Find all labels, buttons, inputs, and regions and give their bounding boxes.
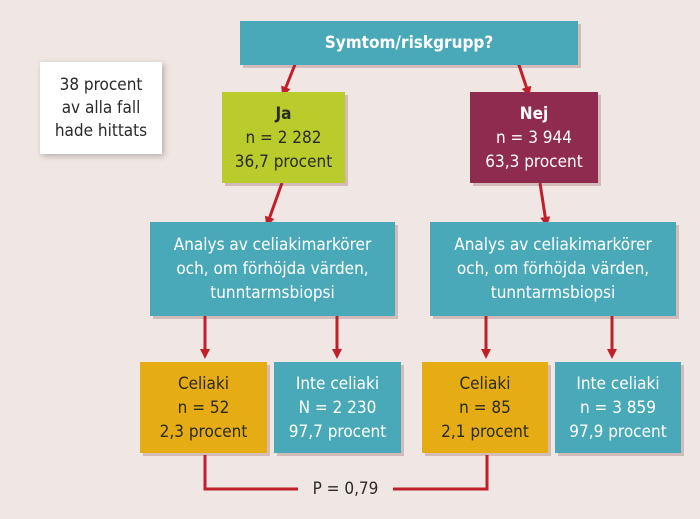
- analys-line: tunntarmsbiopsi: [210, 283, 335, 303]
- analys-line: Analys av celiakimarkörer: [173, 235, 372, 255]
- analys-line: och, om förhöjda värden,: [456, 259, 650, 279]
- ja-box: Ja n = 2 282 36,7 procent: [222, 92, 345, 183]
- analys-line: och, om förhöjda värden,: [176, 259, 369, 279]
- leaf-title: Inte celiaki: [295, 373, 380, 394]
- leaf-inte-celiaki-nej: Inte celiaki n = 3 859 97,9 procent: [555, 362, 681, 453]
- analys-line: Analys av celiakimarkörer: [454, 235, 652, 255]
- note-line: 38 procent: [59, 74, 143, 95]
- arrow-nej-to-analys: [538, 182, 551, 227]
- leaf-percent: 97,9 procent: [569, 421, 667, 442]
- arrow-top-to-nej: [516, 61, 532, 97]
- leaf-title: Celiaki: [177, 373, 230, 394]
- leaf-celiaki-nej: Celiaki n = 85 2,1 procent: [422, 362, 548, 453]
- nej-count: n = 3 944: [496, 127, 572, 148]
- note-line: av alla fall: [61, 97, 141, 118]
- ja-title: Ja: [275, 103, 292, 124]
- ja-percent: 36,7 procent: [234, 151, 333, 172]
- p-value-label: P = 0,79: [298, 475, 393, 503]
- nej-box: Nej n = 3 944 63,3 procent: [470, 92, 598, 183]
- leaf-title: Inte celiaki: [576, 373, 660, 394]
- leaf-count: N = 2 230: [298, 397, 377, 418]
- leaf-count: n = 52: [177, 397, 230, 418]
- found-cases-note: 38 procent av alla fall hade hittats: [40, 62, 162, 154]
- leaf-percent: 2,3 procent: [159, 421, 248, 442]
- nej-title: Nej: [519, 103, 549, 124]
- leaf-percent: 97,7 procent: [288, 421, 387, 442]
- top-question-label: Symtom/riskgrupp?: [324, 33, 494, 53]
- leaf-inte-celiaki-ja: Inte celiaki N = 2 230 97,7 procent: [274, 362, 401, 453]
- ja-count: n = 2 282: [245, 127, 322, 148]
- leaf-count: n = 3 859: [580, 397, 656, 418]
- leaf-percent: 2,1 procent: [441, 421, 529, 442]
- arrow-top-to-ja: [281, 61, 298, 97]
- leaf-celiaki-ja: Celiaki n = 52 2,3 procent: [140, 362, 267, 453]
- note-line: hade hittats: [54, 120, 148, 141]
- arrow-ja-to-analys: [264, 182, 284, 227]
- analys-right-box: Analys av celiakimarkörer och, om förhöj…: [430, 222, 676, 316]
- analys-line: tunntarmsbiopsi: [490, 283, 616, 303]
- leaf-count: n = 85: [459, 397, 511, 418]
- analys-left-box: Analys av celiakimarkörer och, om förhöj…: [150, 222, 395, 316]
- leaf-title: Celiaki: [459, 373, 511, 394]
- top-question-box: Symtom/riskgrupp?: [240, 21, 578, 65]
- nej-percent: 63,3 procent: [485, 151, 583, 172]
